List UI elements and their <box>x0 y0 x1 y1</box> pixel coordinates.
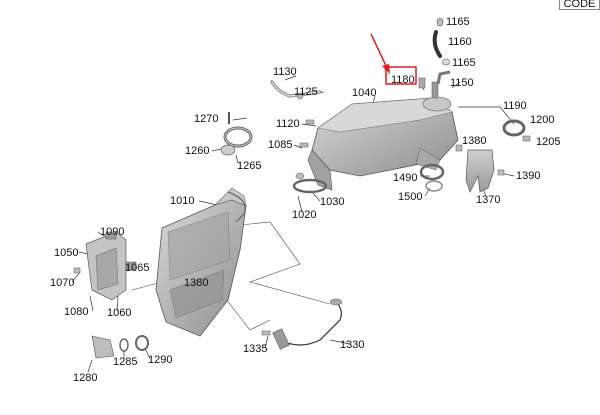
part-label-1030[interactable]: 1030 <box>320 196 345 208</box>
part-label-1165[interactable]: 1165 <box>452 57 476 69</box>
part-label-1120[interactable]: 1120 <box>276 118 300 130</box>
clamps-1190-1205 <box>502 119 531 142</box>
part-label-1070[interactable]: 1070 <box>50 277 75 289</box>
bracket-1370 <box>465 149 495 193</box>
part-label-1050[interactable]: 1050 <box>54 247 79 259</box>
part-label-1330[interactable]: 1330 <box>340 339 365 351</box>
part-label-1020[interactable]: 1020 <box>292 209 317 221</box>
part-label-1270[interactable]: 1270 <box>194 113 219 125</box>
part-label-1190[interactable]: 1190 <box>503 100 527 112</box>
heat-shield-1050 <box>73 231 137 301</box>
part-label-1370[interactable]: 1370 <box>476 194 501 206</box>
clamps-1490-1500 <box>419 163 445 192</box>
part-label-1080[interactable]: 1080 <box>64 306 89 318</box>
part-label-1165[interactable]: 1165 <box>446 16 470 28</box>
part-label-1085[interactable]: 1085 <box>268 139 293 151</box>
part-label-1380[interactable]: 1380 <box>462 135 487 147</box>
part-label-1010[interactable]: 1010 <box>170 195 195 207</box>
pipe-parts-top <box>418 17 451 89</box>
pipe-1130 <box>270 80 322 100</box>
sensor-1330 <box>272 298 343 350</box>
part-label-1380[interactable]: 1380 <box>184 277 209 289</box>
part-label-1490[interactable]: 1490 <box>393 172 418 184</box>
code-button[interactable]: CODE <box>559 0 600 10</box>
part-label-1280[interactable]: 1280 <box>73 372 98 384</box>
highlight-1180 <box>370 33 417 85</box>
gaskets-1020-1030 <box>292 172 328 194</box>
part-label-1125[interactable]: 1125 <box>294 86 318 98</box>
part-label-1090[interactable]: 1090 <box>100 226 125 238</box>
part-label-1065[interactable]: 1065 <box>125 262 150 274</box>
part-label-1060[interactable]: 1060 <box>107 307 132 319</box>
part-label-1290[interactable]: 1290 <box>148 354 173 366</box>
part-label-1260[interactable]: 1260 <box>185 145 210 157</box>
part-label-1335[interactable]: 1335 <box>243 343 268 355</box>
clamps-left <box>220 112 253 156</box>
part-label-1265[interactable]: 1265 <box>237 160 262 172</box>
bolts <box>261 119 505 336</box>
doc-main-body <box>155 187 247 337</box>
part-label-1150[interactable]: 1150 <box>450 77 474 89</box>
part-label-1200[interactable]: 1200 <box>530 114 555 126</box>
part-label-1285[interactable]: 1285 <box>113 356 138 368</box>
part-label-1130[interactable]: 1130 <box>273 66 297 78</box>
dpf-main-body <box>307 81 459 191</box>
parts-1280-1290 <box>91 335 149 359</box>
part-label-1205[interactable]: 1205 <box>536 136 561 148</box>
part-label-1500[interactable]: 1500 <box>398 191 423 203</box>
part-label-1040[interactable]: 1040 <box>352 87 377 99</box>
part-label-1160[interactable]: 1160 <box>448 36 472 48</box>
part-label-1180[interactable]: 1180 <box>391 74 415 86</box>
part-label-1390[interactable]: 1390 <box>516 170 541 182</box>
